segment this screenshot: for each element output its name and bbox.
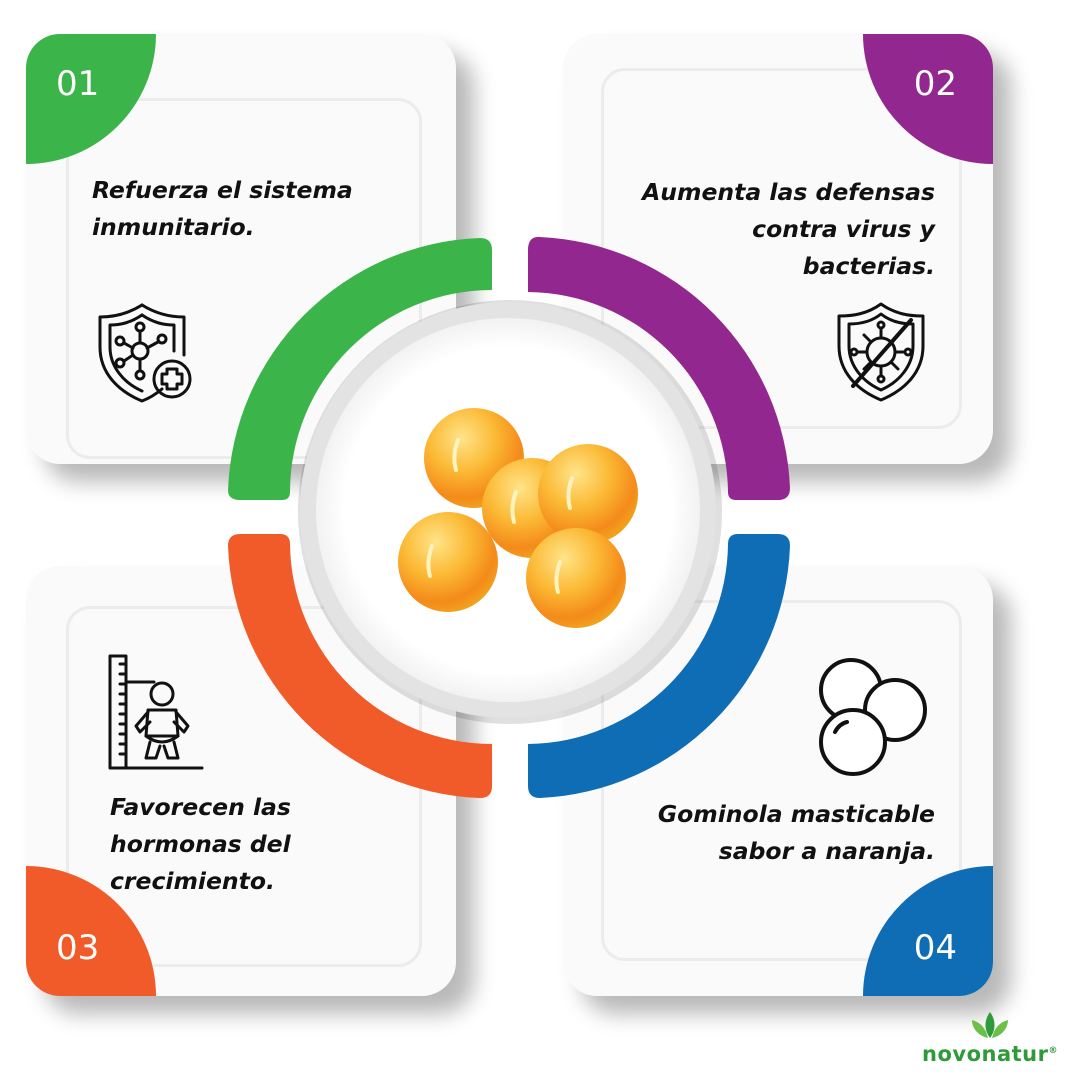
badge-number: 04 [913,928,957,968]
novonatur-logo: novonatur® [922,1010,1072,1070]
arc-green [228,238,492,500]
text-line: hormonas del [110,830,291,858]
gummies-icon [819,658,927,776]
immune-shield-icon [98,303,192,403]
arc-blue [528,534,790,798]
badge-number: 01 [56,64,100,104]
badge-number: 03 [56,928,100,968]
text-line: Aumenta las defensas [642,178,935,206]
orange-gummies-image [398,408,638,628]
benefit-text-02: Aumenta las defensas contra virus y bact… [615,174,935,285]
text-line: bacterias. [802,252,935,280]
brand-name: novonatur® [922,1042,1058,1066]
text-line: Gominola masticable [657,800,935,828]
text-line: Favorecen las [110,793,291,821]
benefit-text-01: Refuerza el sistema inmunitario. [92,172,412,246]
badge-number: 02 [913,64,957,104]
badge-01: 01 [26,34,156,164]
virus-shield-icon [837,302,925,402]
leaves-icon [972,1012,1008,1038]
benefit-card-01: 01 Refuerza el sistema inmunitario. [26,34,456,464]
text-line: sabor a naranja. [718,837,935,865]
benefit-text-04: Gominola masticable sabor a naranja. [615,796,935,870]
text-line: inmunitario. [92,213,255,241]
arc-purple [528,236,790,500]
benefit-text-03: Favorecen las hormonas del crecimiento. [110,789,430,900]
arc-orange [228,534,492,798]
text-line: contra virus y [752,215,935,243]
baby-growth-icon [108,654,204,770]
text-line: crecimiento. [110,867,275,895]
text-line: Refuerza el sistema [92,176,353,204]
